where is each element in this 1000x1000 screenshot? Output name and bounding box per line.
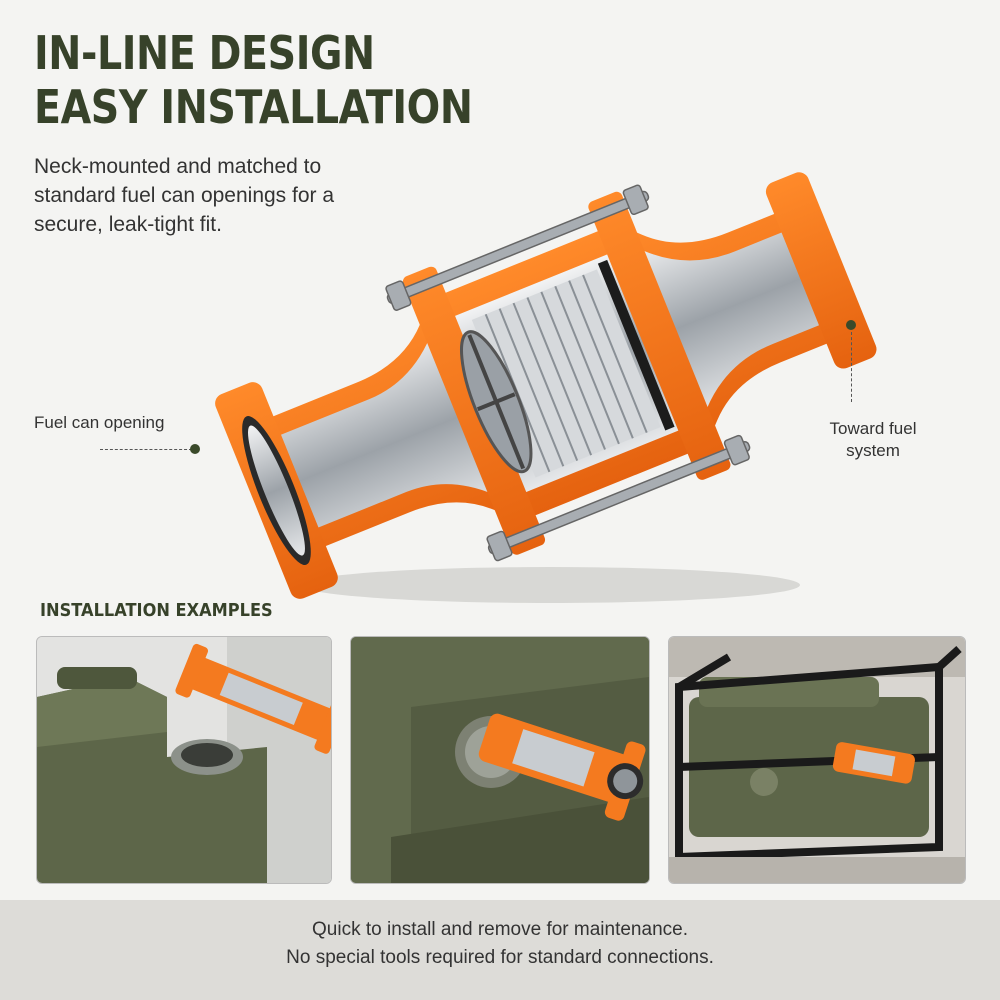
callout-toward-fuel-system: Toward fuel system — [808, 418, 938, 462]
example-mounted-fitting-photo — [350, 636, 650, 884]
example-fuel-can-photo — [36, 636, 332, 884]
frame-mounted-can-photo — [669, 637, 965, 883]
callout-right-line-1: Toward fuel — [829, 419, 917, 438]
fuel-can-photo — [37, 637, 331, 883]
footer-line-1: Quick to install and remove for maintena… — [312, 919, 688, 940]
footer-banner: Quick to install and remove for maintena… — [0, 900, 1000, 1000]
mounted-fitting-photo — [351, 637, 649, 883]
title-line-1: IN-LINE DESIGN — [34, 26, 375, 80]
installation-examples-heading: INSTALLATION EXAMPLES — [40, 600, 273, 621]
callout-fuel-can-opening: Fuel can opening — [34, 413, 165, 432]
callout-right-line-2: system — [846, 441, 900, 460]
callout-left-leader — [100, 449, 192, 450]
callout-left-dot — [190, 444, 200, 454]
footer-line-2: No special tools required for standard c… — [286, 947, 714, 968]
page-title: IN-LINE DESIGN EASY INSTALLATION — [34, 26, 473, 134]
example-frame-mounted-can-photo — [668, 636, 966, 884]
callout-right-dot — [846, 320, 856, 330]
title-line-2: EASY INSTALLATION — [34, 80, 473, 134]
intro-text: Neck-mounted and matched to standard fue… — [34, 155, 335, 236]
callout-right-leader — [851, 332, 852, 402]
fitting-cutaway-illustration — [215, 172, 877, 603]
